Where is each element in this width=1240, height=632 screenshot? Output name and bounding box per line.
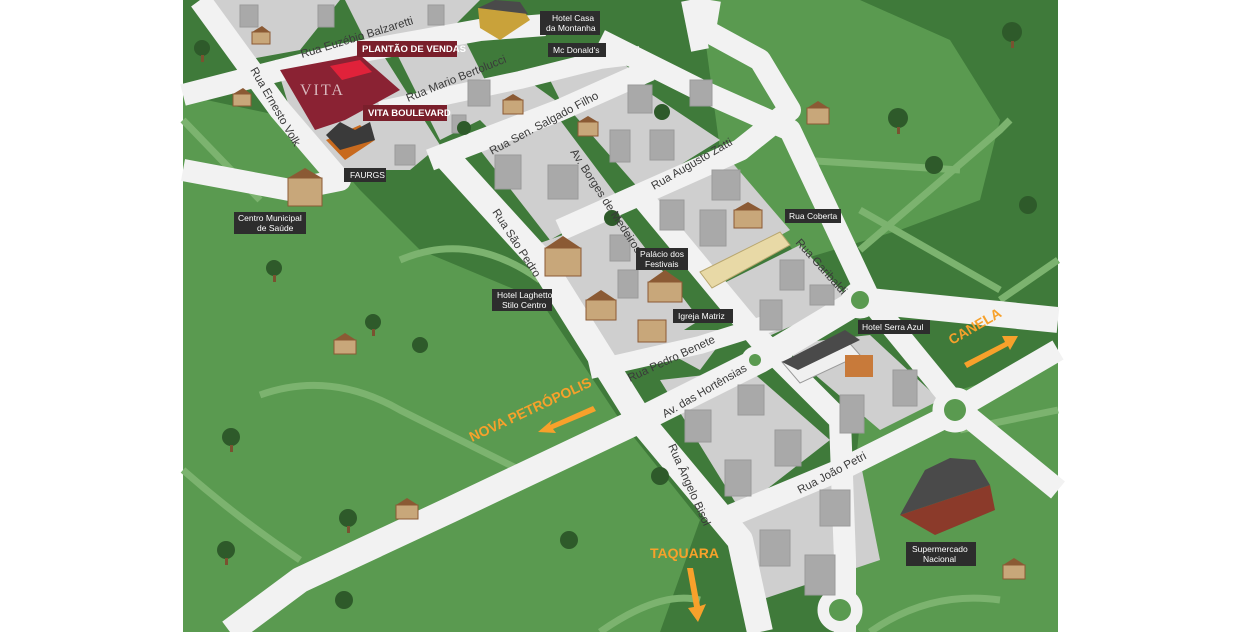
roundabout-centers bbox=[749, 291, 966, 621]
label-centro-line2: de Saúde bbox=[257, 223, 294, 233]
label-vita-boulevard-text: VITA BOULEVARD bbox=[368, 108, 451, 119]
supermercado-building bbox=[900, 458, 995, 535]
hotel-casa-building bbox=[478, 0, 530, 40]
label-super-line2: Nacional bbox=[923, 554, 956, 564]
road-nova bbox=[222, 408, 646, 632]
label-plantao-text: PLANTÃO DE VENDAS bbox=[362, 44, 466, 55]
label-serra-azul: Hotel Serra Azul bbox=[858, 320, 930, 334]
label-rua-coberta-text: Rua Coberta bbox=[789, 211, 837, 221]
label-centro-line1: Centro Municipal bbox=[238, 213, 302, 223]
label-rua-coberta: Rua Coberta bbox=[785, 209, 841, 223]
label-igreja: Igreja Matriz bbox=[673, 309, 733, 323]
road-hortensias bbox=[634, 287, 1060, 432]
label-palacio-line2: Festivais bbox=[645, 259, 679, 269]
vita-logo: VITA bbox=[300, 82, 345, 99]
road-salgado bbox=[426, 59, 655, 171]
road-top-right bbox=[681, 0, 709, 52]
label-super-line1: Supermercado bbox=[912, 544, 968, 554]
label-supermercado: Supermercado Nacional bbox=[906, 542, 976, 566]
label-laghetto: Hotel Laghetto Stilo Centro bbox=[492, 289, 553, 311]
label-mcdonalds: Mc Donald's bbox=[548, 43, 606, 57]
road-benete bbox=[588, 311, 783, 379]
label-laghetto-line1: Hotel Laghetto bbox=[497, 290, 553, 300]
label-palacio-line1: Palácio dos bbox=[640, 249, 684, 259]
rua-coberta-structure bbox=[699, 231, 791, 289]
label-centro-saude: Centro Municipal de Saúde bbox=[234, 212, 306, 234]
footpaths bbox=[180, 117, 1060, 632]
faurgs-building bbox=[326, 122, 375, 160]
label-faurgs-text: FAURGS bbox=[350, 170, 385, 180]
label-igreja-text: Igreja Matriz bbox=[678, 311, 725, 321]
road-ernesto bbox=[180, 0, 351, 201]
label-serra-azul-text: Hotel Serra Azul bbox=[862, 322, 924, 332]
label-hotel-casa: Hotel Casa da Montanha bbox=[540, 11, 600, 35]
houses bbox=[232, 26, 1026, 580]
label-hotel-casa-line2: da Montanha bbox=[546, 23, 596, 33]
label-faurgs: FAURGS bbox=[344, 168, 386, 182]
serra-azul-building bbox=[781, 330, 873, 384]
buildings bbox=[239, 4, 918, 596]
trees bbox=[194, 22, 1037, 609]
road-petri bbox=[715, 400, 965, 531]
direction-taquara: TAQUARA bbox=[650, 545, 719, 561]
road-zatti bbox=[555, 0, 801, 241]
arrow-taquara: TAQUARA bbox=[650, 545, 719, 622]
label-palacio: Palácio dos Festivais bbox=[636, 248, 688, 270]
label-vita-boulevard: VITA BOULEVARD bbox=[363, 105, 451, 121]
label-hotel-casa-line1: Hotel Casa bbox=[552, 13, 594, 23]
vita-lot: VITA bbox=[280, 55, 400, 130]
park-area-west bbox=[183, 95, 700, 632]
label-mcdonalds-text: Mc Donald's bbox=[553, 45, 600, 55]
label-plantao: PLANTÃO DE VENDAS bbox=[357, 41, 466, 57]
label-laghetto-line2: Stilo Centro bbox=[502, 300, 547, 310]
